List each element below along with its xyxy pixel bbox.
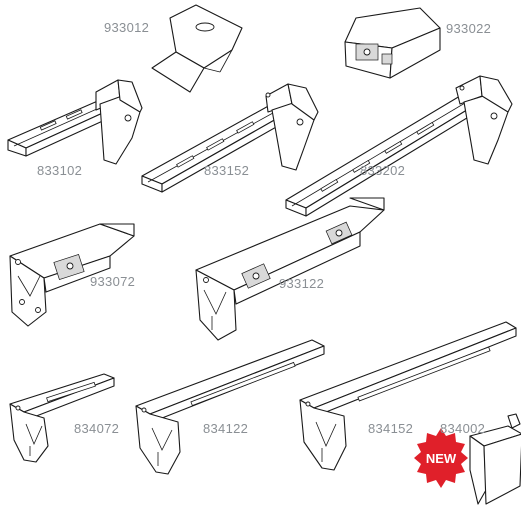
part-933122-drawing: [195, 197, 385, 341]
part-number-label: 834072: [74, 421, 120, 436]
part-number-label: 933012: [104, 20, 150, 35]
new-badge: NEW: [414, 428, 468, 488]
part-834072-drawing: [9, 373, 115, 463]
part-number-label: 833102: [37, 163, 83, 178]
part-number-label: 834152: [368, 421, 414, 436]
part-834122-drawing: [135, 339, 325, 475]
part-834152-drawing: [299, 321, 517, 471]
part-number-label: 834002: [440, 421, 486, 436]
part-number-label: 833152: [204, 163, 250, 178]
part-833202-drawing: [285, 75, 513, 217]
part-number-label: 933072: [90, 274, 136, 289]
new-badge-text: NEW: [426, 451, 457, 466]
part-933022-drawing: [344, 7, 441, 79]
part-number-label: 833202: [360, 163, 406, 178]
new-badge-starburst: [414, 428, 468, 488]
part-833102-drawing: [7, 79, 143, 165]
part-833152-drawing: [141, 83, 319, 193]
part-number-label: 834122: [203, 421, 249, 436]
part-933072-drawing: [9, 223, 135, 327]
part-933012-drawing: [151, 4, 243, 93]
part-number-label: 933122: [279, 276, 325, 291]
part-number-label: 933022: [446, 21, 492, 36]
part-834002-drawing: [469, 413, 521, 505]
